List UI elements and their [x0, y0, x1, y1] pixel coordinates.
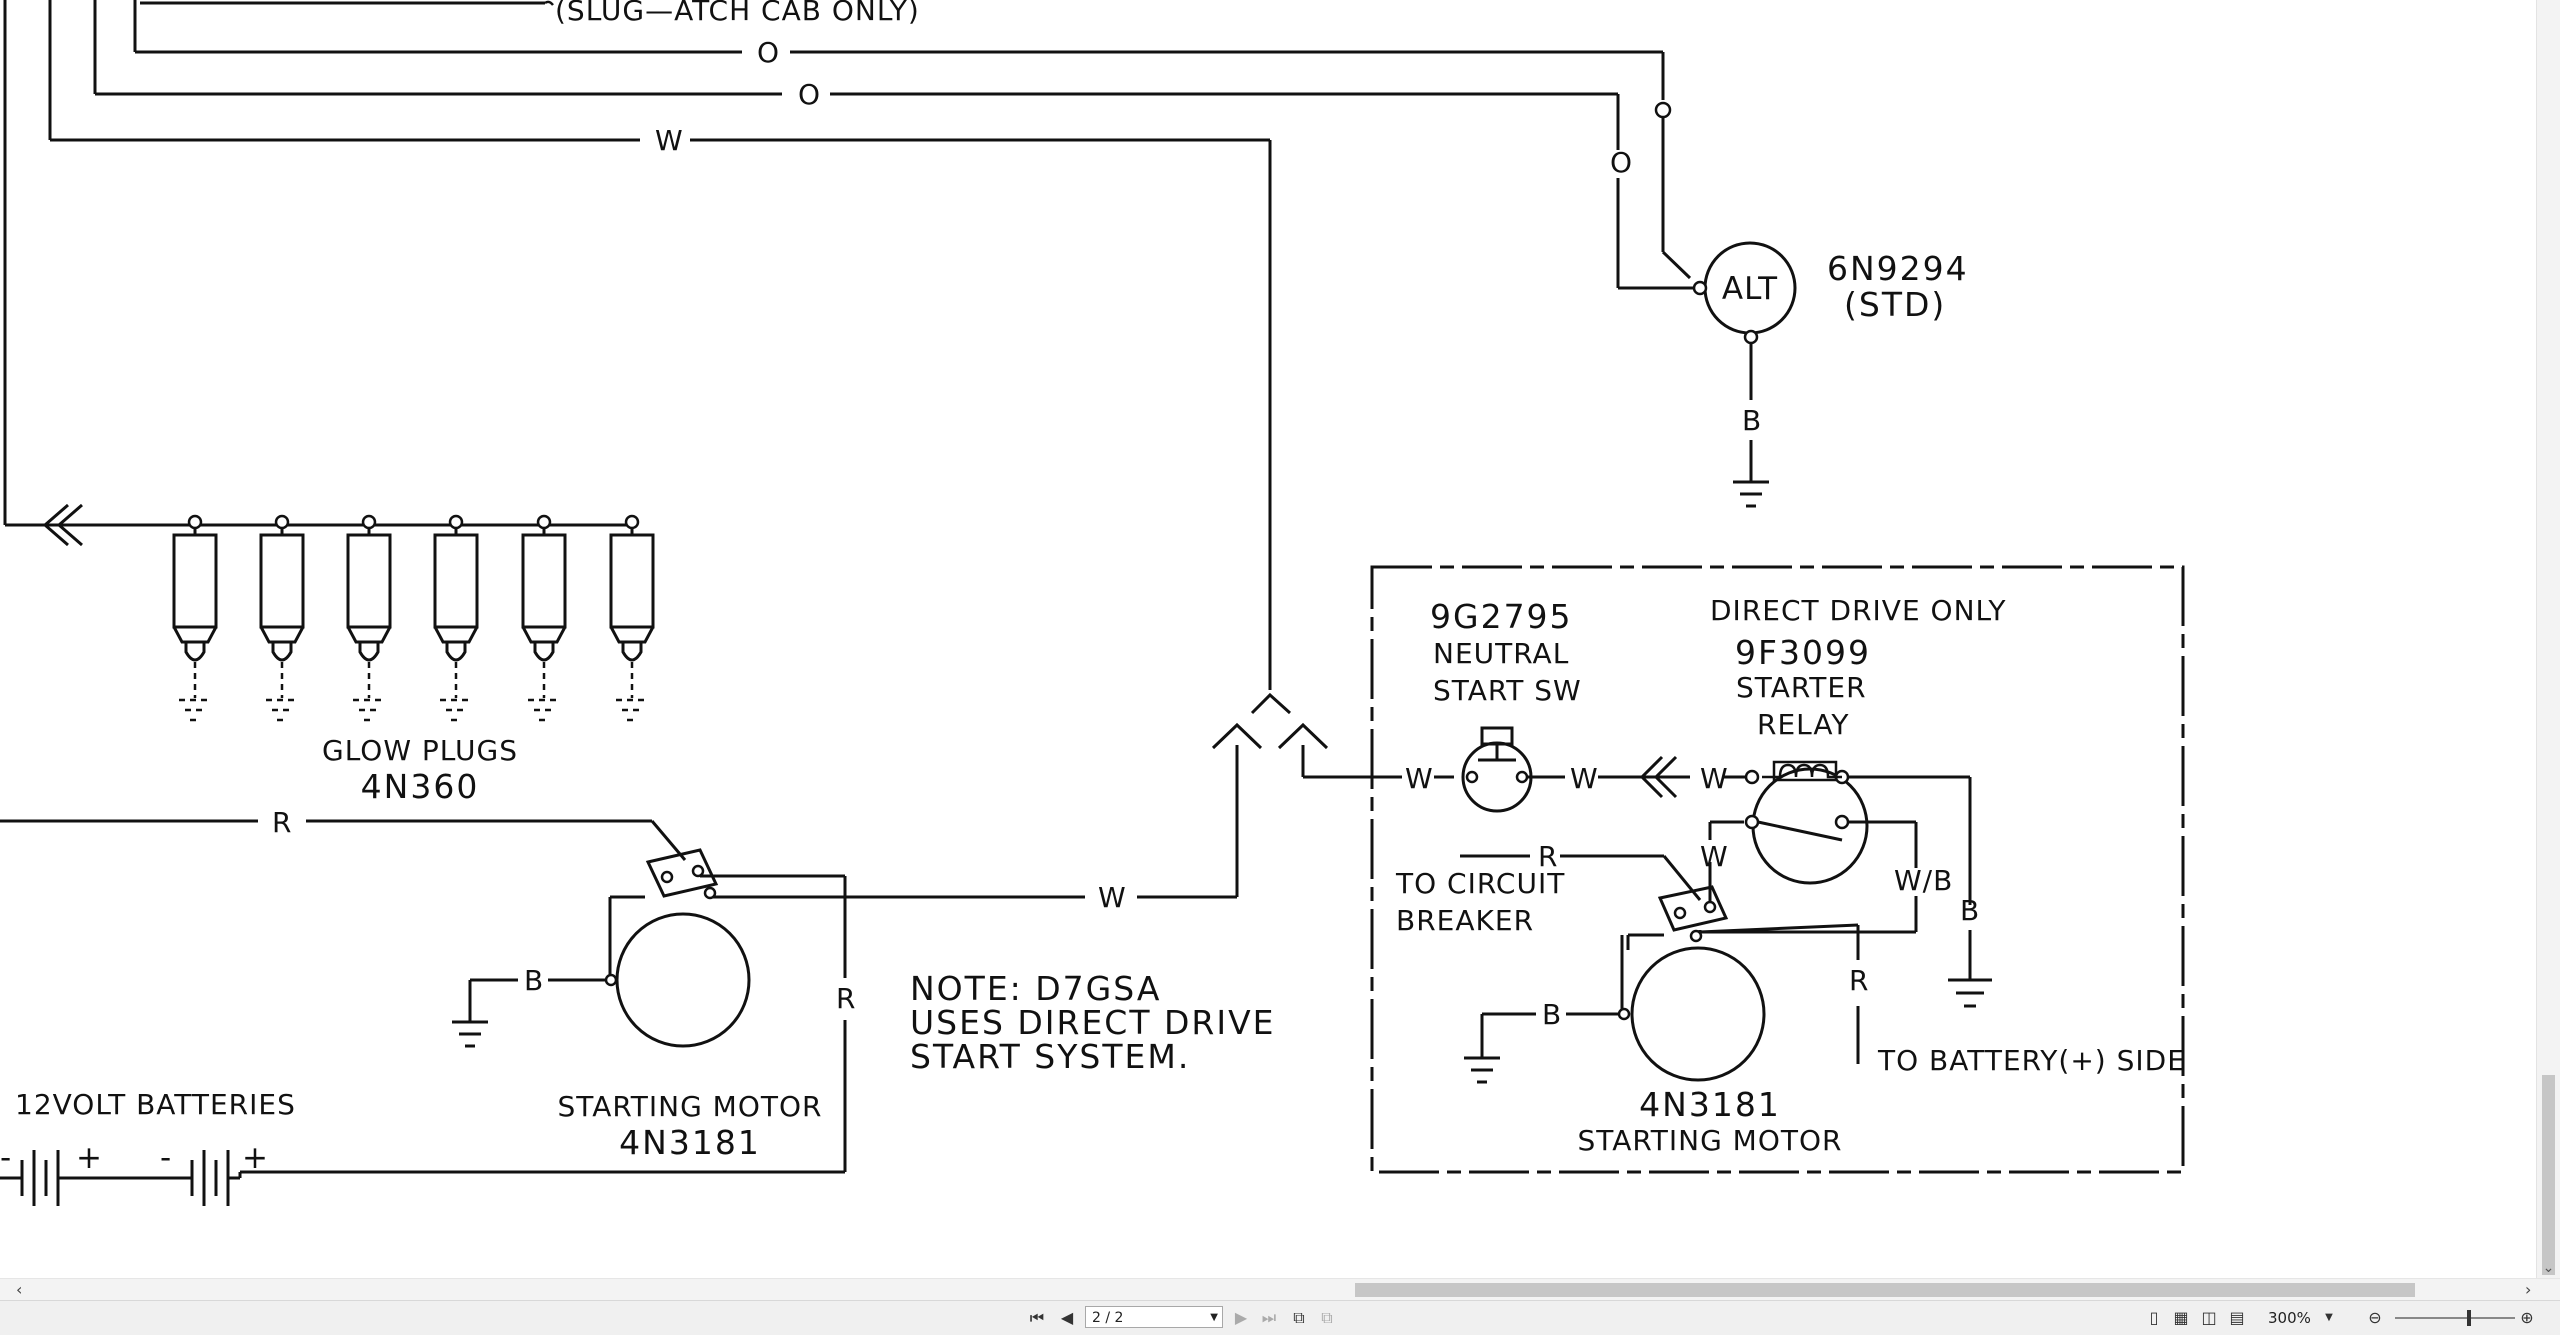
- circuit-breaker-label-2: BREAKER: [1396, 904, 1534, 937]
- wire-code-black-dd-ground: B: [1960, 894, 1980, 927]
- starter-relay: [1744, 760, 1869, 885]
- glow-plug: [259, 514, 305, 722]
- scroll-left-icon[interactable]: ‹: [16, 1280, 23, 1299]
- zoom-dropdown-icon[interactable]: ▼: [2325, 1312, 2333, 1323]
- horizontal-scrollbar[interactable]: ‹ ›: [0, 1278, 2560, 1301]
- wire-code-white-1: W: [655, 124, 684, 157]
- page-number-select[interactable]: 2 / 2 ▼: [1085, 1306, 1223, 1328]
- main-starter-label: STARTING MOTOR: [558, 1090, 823, 1123]
- batteries-label: 12VOLT BATTERIES: [15, 1088, 296, 1121]
- dd-solenoid: [1657, 885, 1729, 932]
- zoom-in-icon[interactable]: ⊕: [2520, 1308, 2534, 1327]
- next-view-icon[interactable]: ⧉: [1321, 1308, 1333, 1327]
- wire-code-red-main: R: [272, 806, 292, 839]
- note-line-1: NOTE: D7GSA: [910, 969, 1161, 1008]
- glow-plug: [433, 514, 479, 722]
- continuous-facing-view-icon[interactable]: ▤: [2229, 1308, 2245, 1327]
- battery-1-plus: +: [76, 1140, 103, 1176]
- dd-starter-part-number: 4N3181: [1639, 1085, 1781, 1124]
- glow-plug: [346, 514, 392, 722]
- zoom-slider-handle[interactable]: [2467, 1310, 2471, 1326]
- neutral-switch-label-1: NEUTRAL: [1433, 637, 1569, 670]
- navigation-toolbar: ⏮ ◀ 2 / 2 ▼ ▶ ⏭ ⧉ ⧉ ▯ ▦ ◫ ▤ 300% ▼ ⊖ ⊕: [0, 1300, 2560, 1335]
- horizontal-scroll-thumb[interactable]: [1355, 1283, 2415, 1297]
- glow-plug: [521, 514, 567, 722]
- direct-drive-title: DIRECT DRIVE ONLY: [1710, 594, 2007, 627]
- chevron-down-icon: ▼: [1210, 1312, 1218, 1323]
- wire-code-white-black: W/B: [1894, 864, 1953, 897]
- neutral-switch-label-2: START SW: [1433, 674, 1582, 707]
- zoom-slider[interactable]: [2395, 1317, 2515, 1319]
- wire-code-red-dd-battery: R: [1849, 964, 1869, 997]
- document-page: (SLUG—ATCH CAB ONLY) O O W O ALT: [0, 0, 2186, 1206]
- zoom-out-icon[interactable]: ⊖: [2368, 1308, 2382, 1327]
- vertical-scrollbar[interactable]: ⌄: [2536, 0, 2560, 1278]
- alt-orange-terminal: [1654, 101, 1672, 119]
- wire-code-black-main: B: [524, 964, 544, 997]
- vertical-scroll-thumb[interactable]: [2542, 1075, 2555, 1275]
- scroll-right-icon[interactable]: ›: [2525, 1280, 2532, 1299]
- top-harness-wires: [3, 0, 1665, 690]
- alternator-variant: (STD): [1844, 285, 1946, 324]
- alternator-part-number: 6N9294: [1827, 249, 1969, 288]
- wire-code-white-dd-1: W: [1405, 762, 1434, 795]
- starter-relay-label-1: STARTER: [1736, 671, 1867, 704]
- d7gsa-note: NOTE: D7GSA USES DIRECT DRIVE START SYST…: [910, 969, 1276, 1076]
- wire-code-white-main: W: [1098, 881, 1127, 914]
- single-page-view-icon[interactable]: ▯: [2149, 1308, 2159, 1327]
- slug-cab-note: (SLUG—ATCH CAB ONLY): [555, 0, 920, 27]
- wire-code-white-dd-3: W: [1700, 762, 1729, 795]
- first-page-icon[interactable]: ⏮: [1029, 1308, 1045, 1327]
- note-line-2: USES DIRECT DRIVE: [910, 1003, 1276, 1042]
- wire-code-red-dd-breaker: R: [1538, 840, 1558, 873]
- wire-code-red-battery: R: [836, 982, 856, 1015]
- glow-plug-bank: [5, 503, 655, 722]
- wire-code-black-dd-motor: B: [1542, 998, 1562, 1031]
- wiring-diagram: (SLUG—ATCH CAB ONLY) O O W O ALT: [0, 0, 2186, 1206]
- battery-bank: [0, 1150, 845, 1206]
- wire-code-white-dd-4: W: [1700, 840, 1729, 873]
- main-solenoid: [645, 848, 719, 898]
- main-starter-part-number: 4N3181: [619, 1123, 761, 1162]
- scroll-down-icon[interactable]: ⌄: [2542, 1260, 2555, 1276]
- dd-starter-label: STARTING MOTOR: [1578, 1124, 1843, 1157]
- wire-code-orange-3: O: [1610, 146, 1633, 179]
- main-starter-wiring: [0, 819, 1237, 1172]
- last-page-icon[interactable]: ⏭: [1261, 1308, 1277, 1327]
- glow-plug: [609, 514, 655, 722]
- previous-view-icon[interactable]: ⧉: [1293, 1308, 1305, 1327]
- neutral-switch-part-number: 9G2795: [1430, 597, 1573, 636]
- glow-plug: [172, 514, 218, 722]
- wire-code-black-alt: B: [1742, 404, 1762, 437]
- glow-plugs-label: GLOW PLUGS: [322, 734, 518, 767]
- battery-2-plus: +: [242, 1140, 269, 1176]
- starter-relay-part-number: 9F3099: [1735, 633, 1871, 672]
- battery-1-minus: -: [0, 1140, 12, 1176]
- facing-view-icon[interactable]: ◫: [2201, 1308, 2217, 1327]
- zoom-level[interactable]: 300%: [2268, 1309, 2311, 1327]
- prev-page-icon[interactable]: ◀: [1060, 1308, 1074, 1327]
- glow-plugs-part-number: 4N360: [361, 767, 480, 806]
- direct-drive-box: [1370, 565, 2185, 1174]
- starter-relay-label-2: RELAY: [1757, 708, 1849, 741]
- wire-code-orange-2: O: [798, 78, 821, 111]
- note-line-3: START SYSTEM.: [910, 1037, 1190, 1076]
- alternator-wiring: [1616, 118, 1769, 508]
- harness-junction: [1211, 692, 1398, 897]
- wire-code-orange-1: O: [757, 36, 780, 69]
- continuous-view-icon[interactable]: ▦: [2173, 1308, 2189, 1327]
- next-page-icon[interactable]: ▶: [1234, 1308, 1248, 1327]
- neutral-start-switch: [1461, 726, 1533, 813]
- dd-starting-motor-symbol: [1630, 946, 1766, 1082]
- battery-side-label: TO BATTERY(+) SIDE: [1877, 1044, 2186, 1077]
- circuit-breaker-label-1: TO CIRCUIT: [1395, 867, 1565, 900]
- page-number-value: 2 / 2: [1092, 1310, 1124, 1326]
- alternator-label: ALT: [1722, 271, 1778, 307]
- battery-2-minus: -: [160, 1140, 172, 1176]
- main-starting-motor-symbol: [615, 912, 751, 1048]
- wire-code-white-dd-2: W: [1570, 762, 1599, 795]
